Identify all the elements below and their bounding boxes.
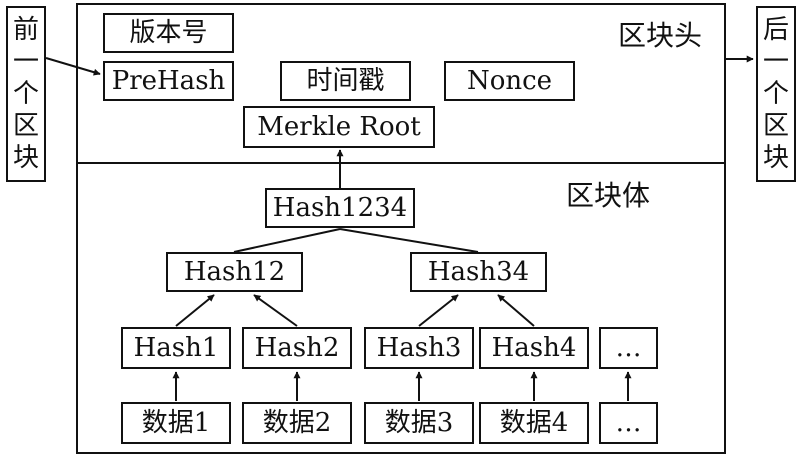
more-data-node: … — [599, 402, 658, 444]
hash3-to-hash34-arrow — [418, 294, 459, 327]
next-block-char: 一 — [762, 47, 789, 77]
hash1-to-hash12-arrow — [175, 294, 215, 327]
hash3-node: Hash3 — [364, 327, 474, 369]
previous-block-char: 块 — [12, 143, 39, 173]
hash4-to-hash34-arrow — [497, 294, 535, 327]
version-field: 版本号 — [103, 13, 234, 53]
hash4-node: Hash4 — [479, 327, 589, 369]
next-block-char: 个 — [762, 79, 789, 109]
next-block: 后 一 个 区 块 — [756, 6, 796, 182]
prev-block-link-arrow — [45, 57, 101, 76]
timestamp-field: 时间戳 — [280, 61, 411, 101]
previous-block: 前 一 个 区 块 — [6, 6, 46, 182]
data3-node: 数据3 — [364, 402, 474, 444]
next-block-char: 区 — [762, 111, 789, 141]
hash34-to-hash1234-line — [339, 228, 479, 253]
hash2-to-hash12-arrow — [253, 294, 298, 327]
hash1234-node: Hash1234 — [265, 188, 415, 228]
data1-node: 数据1 — [121, 402, 231, 444]
block-header-title: 区块头 — [618, 19, 703, 52]
more-hash-node: … — [599, 327, 658, 369]
nonce-field: Nonce — [444, 61, 575, 101]
hash34-node: Hash34 — [410, 252, 547, 292]
hash12-node: Hash12 — [166, 252, 303, 292]
previous-block-char: 个 — [12, 79, 39, 109]
hash2-node: Hash2 — [242, 327, 352, 369]
hash1-node: Hash1 — [121, 327, 231, 369]
previous-block-char: 前 — [12, 15, 39, 45]
next-block-char: 块 — [762, 143, 789, 173]
data4-node: 数据4 — [479, 402, 589, 444]
hash12-to-hash1234-line — [233, 228, 341, 253]
previous-block-char: 区 — [12, 111, 39, 141]
previous-block-char: 一 — [12, 47, 39, 77]
prehash-field: PreHash — [103, 61, 234, 101]
next-block-char: 后 — [762, 15, 789, 45]
merkle-root-field: Merkle Root — [243, 106, 435, 148]
block-body-title: 区块体 — [566, 179, 651, 212]
data2-node: 数据2 — [242, 402, 352, 444]
